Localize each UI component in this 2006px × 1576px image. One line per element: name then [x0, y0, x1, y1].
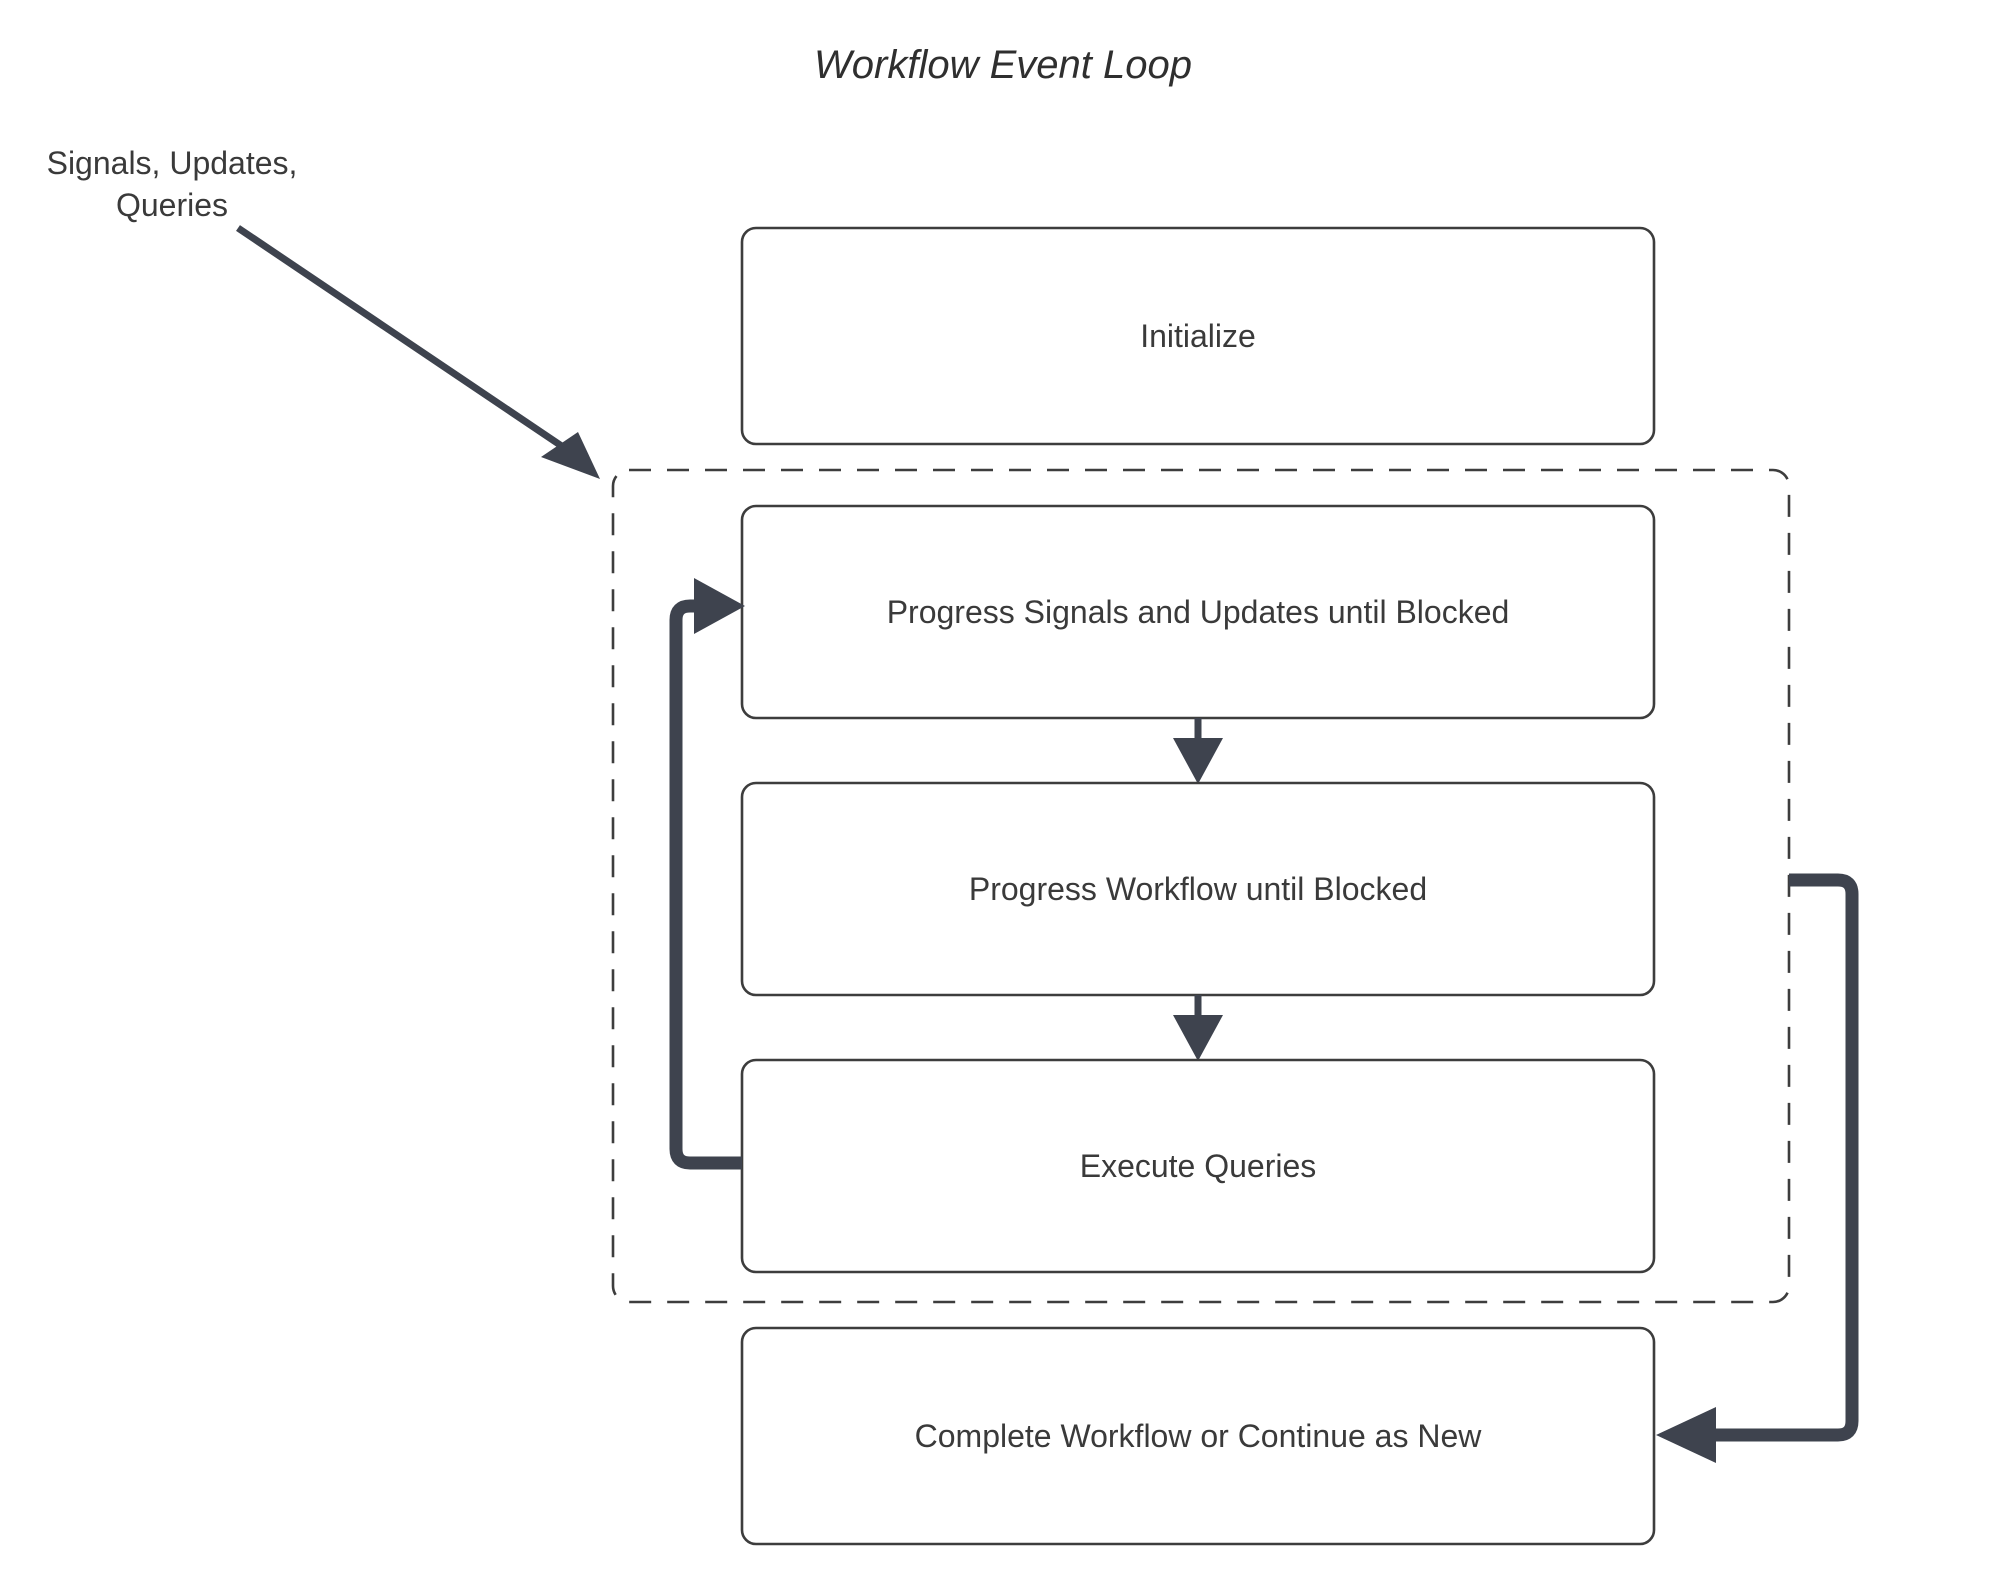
node-progress-workflow-label: Progress Workflow until Blocked [969, 871, 1427, 907]
edge-loop-to-complete-workflow [1656, 873, 1859, 1463]
edge-execute-queries-to-progress-signals-arrowhead [694, 578, 745, 634]
edge-progress-signals-to-progress-workflow-arrowhead [1173, 738, 1223, 784]
node-initialize-box [740, 226, 1656, 446]
node-complete-workflow-label: Complete Workflow or Continue as New [915, 1418, 1483, 1454]
edge-loop-to-complete-workflow-arrowhead [1656, 1407, 1716, 1463]
diagram-title: Workflow Event Loop [814, 43, 1192, 87]
node-progress-signals-label: Progress Signals and Updates until Block… [887, 594, 1510, 630]
edge-progress-workflow-to-execute-queries-arrowhead [1173, 1015, 1223, 1061]
node-initialize-label: Initialize [1140, 318, 1256, 354]
edge-execute-queries-to-progress-signals [669, 578, 745, 1170]
node-execute-queries: Execute Queries [740, 1058, 1656, 1274]
node-execute-queries-label: Execute Queries [1080, 1148, 1317, 1184]
node-complete-workflow-box [740, 1326, 1656, 1546]
node-complete-workflow: Complete Workflow or Continue as New [740, 1326, 1656, 1546]
node-initialize: Initialize [740, 226, 1656, 446]
edge-progress-workflow-to-execute-queries [1173, 995, 1223, 1061]
signals-updates-queries-label-line2: Queries [116, 187, 228, 223]
node-progress-signals: Progress Signals and Updates until Block… [740, 504, 1656, 720]
node-progress-workflow: Progress Workflow until Blocked [740, 781, 1656, 997]
edge-signals-to-loop-arrowhead [541, 432, 600, 479]
edge-progress-signals-to-progress-workflow [1173, 718, 1223, 784]
signals-updates-queries-label-line1: Signals, Updates, [47, 145, 298, 181]
edge-signals-to-loop [236, 225, 600, 479]
